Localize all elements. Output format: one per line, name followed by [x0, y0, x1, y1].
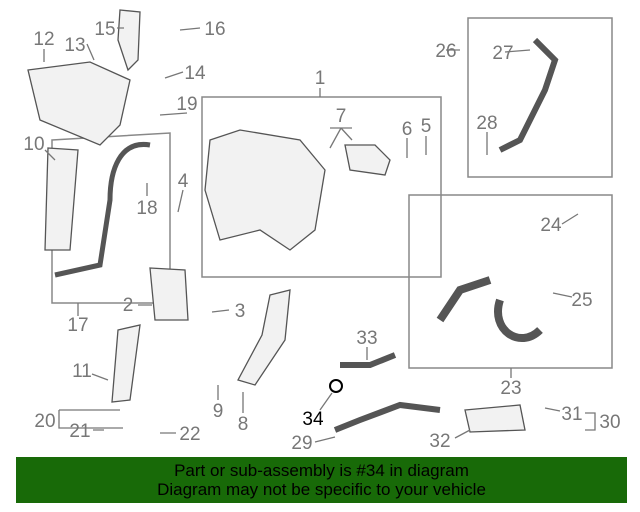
callout-27[interactable]: 27 — [492, 43, 513, 64]
callout-3[interactable]: 3 — [235, 301, 246, 322]
bracket-15-part[interactable] — [117, 9, 141, 72]
callout-16[interactable]: 16 — [204, 19, 225, 40]
callout-19[interactable]: 19 — [176, 94, 197, 115]
callout-17[interactable]: 17 — [67, 315, 88, 336]
callout-30[interactable]: 30 — [599, 412, 620, 433]
callout-5[interactable]: 5 — [421, 116, 432, 137]
seal-34-part[interactable] — [329, 379, 343, 393]
callout-8[interactable]: 8 — [238, 414, 249, 435]
gasket-10-part[interactable] — [44, 147, 79, 251]
pipe-33-part[interactable] — [340, 352, 397, 368]
oil-line-17-part[interactable] — [54, 142, 151, 278]
callout-12[interactable]: 12 — [33, 29, 54, 50]
banner-line-2: Diagram may not be specific to your vehi… — [157, 480, 486, 499]
actuator-7-part[interactable] — [344, 144, 391, 176]
bracket-8-part[interactable] — [237, 289, 291, 386]
turbocharger-part[interactable] — [204, 129, 326, 251]
banner-line-1: Part or sub-assembly is #34 in diagram — [174, 461, 469, 480]
callout-18[interactable]: 18 — [136, 198, 157, 219]
callout-7[interactable]: 7 — [336, 106, 347, 127]
heat-shield-part[interactable] — [27, 61, 131, 146]
hose-23a-part[interactable] — [436, 276, 492, 323]
pipe-32-part[interactable] — [464, 404, 526, 433]
callout-9[interactable]: 9 — [213, 401, 224, 422]
callout-32[interactable]: 32 — [429, 431, 450, 452]
callout-34-highlighted[interactable]: 34 — [302, 409, 324, 430]
callout-29[interactable]: 29 — [291, 433, 312, 454]
callout-28[interactable]: 28 — [476, 113, 497, 134]
callout-14[interactable]: 14 — [184, 63, 206, 84]
info-banner: Part or sub-assembly is #34 in diagram D… — [16, 457, 627, 503]
callout-21[interactable]: 21 — [69, 421, 90, 442]
callout-24[interactable]: 24 — [540, 215, 562, 236]
group-23-box — [408, 194, 613, 369]
bracket-11-part[interactable] — [111, 324, 141, 403]
callout-1[interactable]: 1 — [315, 68, 326, 89]
callout-33[interactable]: 33 — [356, 328, 377, 349]
pipe-26-part[interactable] — [498, 37, 559, 153]
callout-26[interactable]: 26 — [435, 41, 456, 62]
pipe-29-part[interactable] — [333, 401, 441, 433]
callout-10[interactable]: 10 — [23, 134, 44, 155]
callout-6[interactable]: 6 — [402, 119, 413, 140]
callout-15[interactable]: 15 — [94, 19, 115, 40]
hose-23b-part[interactable] — [494, 298, 543, 342]
gasket-2-part[interactable] — [149, 267, 189, 321]
callout-2[interactable]: 2 — [123, 295, 134, 316]
callout-13[interactable]: 13 — [64, 35, 85, 56]
callout-4[interactable]: 4 — [178, 171, 189, 192]
callout-20[interactable]: 20 — [34, 411, 55, 432]
callout-31[interactable]: 31 — [561, 404, 582, 425]
callout-25[interactable]: 25 — [571, 290, 592, 311]
group-26-box — [467, 17, 613, 178]
turbocharger-group-box — [201, 96, 442, 278]
callout-22[interactable]: 22 — [179, 424, 200, 445]
callout-11[interactable]: 11 — [72, 361, 92, 382]
callout-23[interactable]: 23 — [500, 378, 521, 399]
